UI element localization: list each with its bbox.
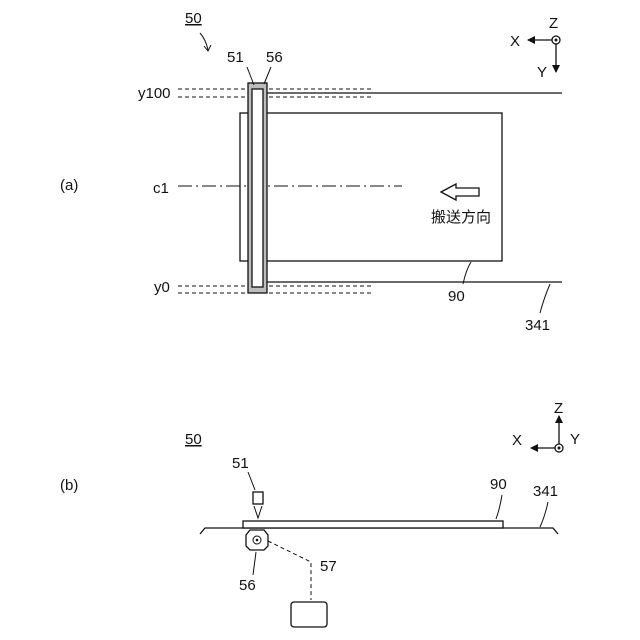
- label-90-a: 90: [448, 288, 465, 305]
- figure-ref-leader-a: [200, 33, 208, 50]
- connection-dashed: [268, 541, 311, 600]
- label-56-a: 56: [266, 49, 283, 66]
- part-a: 50 (a) 51 56 y100 c1 y0 搬送方向 90: [60, 10, 562, 334]
- label-56-b: 56: [239, 577, 256, 594]
- label-y0: y0: [154, 279, 170, 296]
- label-90-b: 90: [490, 476, 507, 493]
- conveyance-direction-label: 搬送方向: [431, 209, 491, 226]
- label-y100: y100: [138, 85, 171, 102]
- label-341-a: 341: [525, 317, 550, 334]
- figure-ref-label-a: 50: [185, 10, 202, 27]
- figure-ref-label-b: 50: [185, 431, 202, 448]
- panel-label-a: (a): [60, 177, 78, 194]
- axis-x-label-a: X: [510, 33, 520, 50]
- sensor-bar-51-inner: [252, 89, 263, 287]
- substrate-90-side: [243, 521, 503, 528]
- substrate-90: [240, 113, 502, 261]
- axis-z-label-a: Z: [549, 15, 558, 32]
- axis-y-label-a: Y: [537, 64, 547, 81]
- label-c1: c1: [153, 180, 169, 197]
- axis-y-label-b: Y: [570, 431, 580, 448]
- sensor-51-beam: [254, 506, 262, 518]
- axis-x-label-b: X: [512, 432, 522, 449]
- label-51-a: 51: [227, 49, 244, 66]
- part-b: 50 (b) 51 56 57 90 341 X: [60, 400, 580, 627]
- axes-indicator-a: X Z Y: [510, 15, 560, 81]
- axes-indicator-b: X Z Y: [512, 400, 580, 452]
- axis-z-label-b: Z: [554, 400, 563, 417]
- label-51-b: 51: [232, 455, 249, 472]
- label-57-b: 57: [320, 558, 337, 575]
- label-341-b: 341: [533, 483, 558, 500]
- controller-57: [291, 602, 327, 627]
- panel-label-b: (b): [60, 477, 78, 494]
- sensor-51-box: [253, 492, 263, 504]
